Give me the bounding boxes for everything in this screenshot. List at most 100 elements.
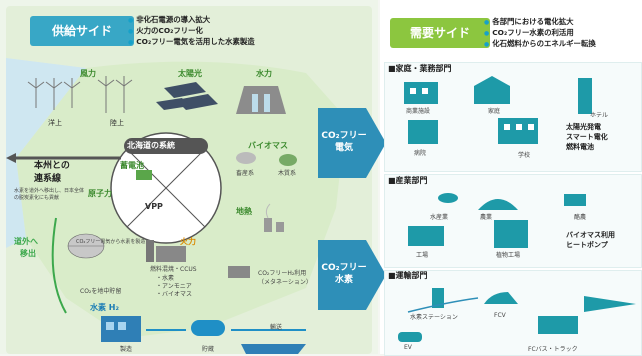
commercial-building-icon [404,82,438,104]
label-storage: 蓄電池 [120,161,144,170]
label-bio-wood: 木質系 [278,170,297,177]
transport-section [384,270,642,356]
hydrogen-tank-icon [191,320,225,336]
demand-bullet: 各部門における電化拡大 [484,17,596,28]
plant-factory-icon [494,220,528,248]
supply-title: 供給サイド [30,16,134,46]
household-tag: スマート電化 [566,133,608,141]
thermal-plant-icon [146,240,250,278]
label-co2free-h2: CO₂フリーH₂利用 [258,270,307,277]
label-thermal: 火力 [180,237,196,246]
battery-icon [136,170,152,180]
label-transport: 輸送 [270,324,283,331]
label-geothermal: 地熱 [236,207,252,216]
label-biomass: バイオマス [248,141,288,150]
household-item: 病院 [414,150,427,157]
solar-panel-icon [156,82,218,110]
supply-bullet: 火力のCO₂フリー化 [128,26,255,37]
wind-turbine-icon [27,76,133,113]
household-tag: 燃料電池 [566,143,594,151]
label-wind: 風力 [80,69,96,78]
greenhouse-icon [478,199,518,210]
household-icons [404,76,592,144]
transport-head: ■運輸部門 [388,271,428,280]
industry-item: 酪農 [574,214,587,221]
house-icon [474,76,510,104]
fcv-icon [484,292,518,304]
label-ccs: CO₂を地中貯留 [80,288,122,295]
label-methanation: （メタネーション） [258,279,312,286]
demand-bullets: 各部門における電化拡大 CO₂フリー水素の利活用 化石燃料からのエネルギー転換 [484,17,596,50]
nuclear-note: CO₂フリー電気から水素を製造 [76,239,146,245]
transport-item: 水素ステーション [410,314,458,321]
hydrogen-factory-icon [101,316,141,342]
fuel-item: ・水素 [156,275,175,282]
supply-diagram [6,58,346,354]
electricity-label: CO₂フリー 電気 [318,130,370,154]
label-interconnect-1: 本州との [34,161,70,171]
ev-icon [398,332,422,342]
label-vpp: VPP [145,202,163,211]
industry-tag: ヒートポンプ [566,241,608,249]
label-export-1: 道外へ [14,237,38,246]
airplane-icon [584,296,636,312]
cow-icon [564,194,586,206]
export-arrow [51,217,67,314]
sea-area [6,58,86,248]
nuclear-plant-icon [67,233,105,259]
hospital-icon [408,120,438,144]
label-h2-storage: 貯蔵 [202,346,215,353]
transport-item: FCバス・トラック [528,346,578,353]
label-hydro: 水力 [256,69,272,78]
hydrogen-arrow [318,240,386,310]
fuel-item: ・バイオマス [156,291,193,298]
industry-item: 植物工場 [496,252,521,259]
label-system: 北海道の系統 [127,141,175,150]
hydrogen-label: CO₂フリー 水素 [318,262,370,286]
label-offshore: 洋上 [48,119,62,127]
label-onshore: 陸上 [110,119,124,127]
geothermal-icon [264,203,284,232]
household-head: ■家庭・業務部門 [388,64,452,73]
industry-tags: バイオマス利用 ヒートポンプ [566,230,615,250]
hydrogen-line-1: CO₂フリー [321,263,367,273]
household-item: ホテル [590,112,609,119]
household-tags: 太陽光発電 スマート電化 燃料電池 [566,122,608,152]
tanker-ship-icon [241,344,306,354]
electricity-line-2: 電気 [334,143,353,153]
biomass-icon [236,152,297,166]
electricity-arrow [318,108,386,178]
label-interconnect-2: 連系線 [34,174,62,184]
demand-title: 需要サイド [390,18,490,48]
hydrogen-station-icon [432,288,444,308]
industry-icons [408,193,586,248]
school-icon [498,118,538,144]
label-production: 製造 [120,346,133,353]
hydro-dam-icon [236,86,286,114]
factory-icon [408,226,444,246]
label-bio-livestock: 畜産系 [236,170,255,177]
electricity-line-1: CO₂フリー [321,131,367,141]
label-fuel-mix: 燃料混焼・CCUS [150,266,197,273]
label-solar: 太陽光 [178,69,202,78]
label-export-2: 移出 [20,249,36,258]
label-hydrogen: 水素 H₂ [90,303,119,312]
supply-bullets: 非化石電源の導入拡大 火力のCO₂フリー化 CO₂フリー電気を活用した水素製造 [128,15,255,48]
household-item: 家庭 [488,108,501,115]
industry-item: 農業 [480,214,493,221]
household-section [384,62,642,172]
hotel-icon [578,78,592,114]
industry-head: ■産業部門 [388,176,428,185]
household-tag: 太陽光発電 [566,123,601,131]
industry-item: 工場 [416,252,429,259]
transport-item: FCV [494,312,506,319]
transport-icons [398,288,636,342]
fish-icon [438,193,458,203]
supply-bullet: CO₂フリー電気を活用した水素製造 [128,37,254,48]
hydrogen-line-2: 水素 [334,275,353,285]
hydrogen-export-note: 水素を道外へ移出し、日本全体の脱炭素化にも貢献 [14,188,85,201]
supply-bullet: 非化石電源の導入拡大 [128,15,255,26]
demand-bullet: 化石燃料からのエネルギー転換 [484,39,595,50]
label-nuclear: 原子力 [88,189,112,198]
bus-truck-icon [538,316,578,334]
